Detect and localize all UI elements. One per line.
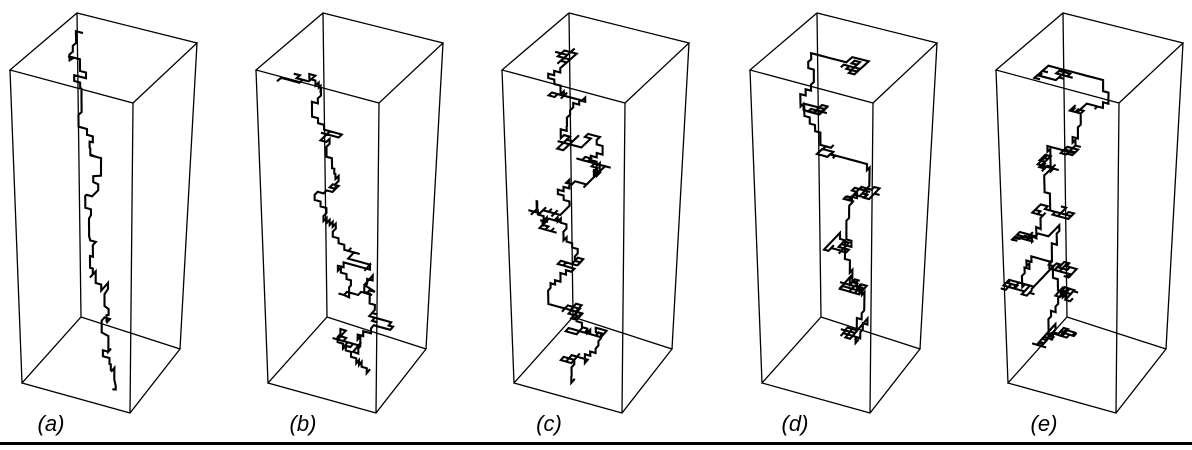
box-wireframe-d — [748, 12, 939, 414]
box-wireframe-e — [994, 12, 1185, 414]
random-walk-d — [799, 51, 882, 346]
box-wireframe-b — [254, 12, 445, 414]
panel-label-e: (e) — [1030, 411, 1058, 436]
box-wireframe-c — [500, 12, 691, 414]
panel-label-c: (c) — [536, 411, 562, 436]
random-walk-b — [276, 72, 395, 377]
random-walk-a — [67, 29, 117, 391]
panel-label-d: (d) — [781, 411, 809, 436]
panel-label-b: (b) — [289, 411, 317, 436]
panel-label-a: (a) — [37, 411, 65, 436]
bottom-rule — [0, 442, 1192, 445]
box-wireframe-a — [8, 12, 199, 414]
random-walk-e — [1000, 64, 1110, 349]
random-walk-c — [528, 47, 611, 386]
